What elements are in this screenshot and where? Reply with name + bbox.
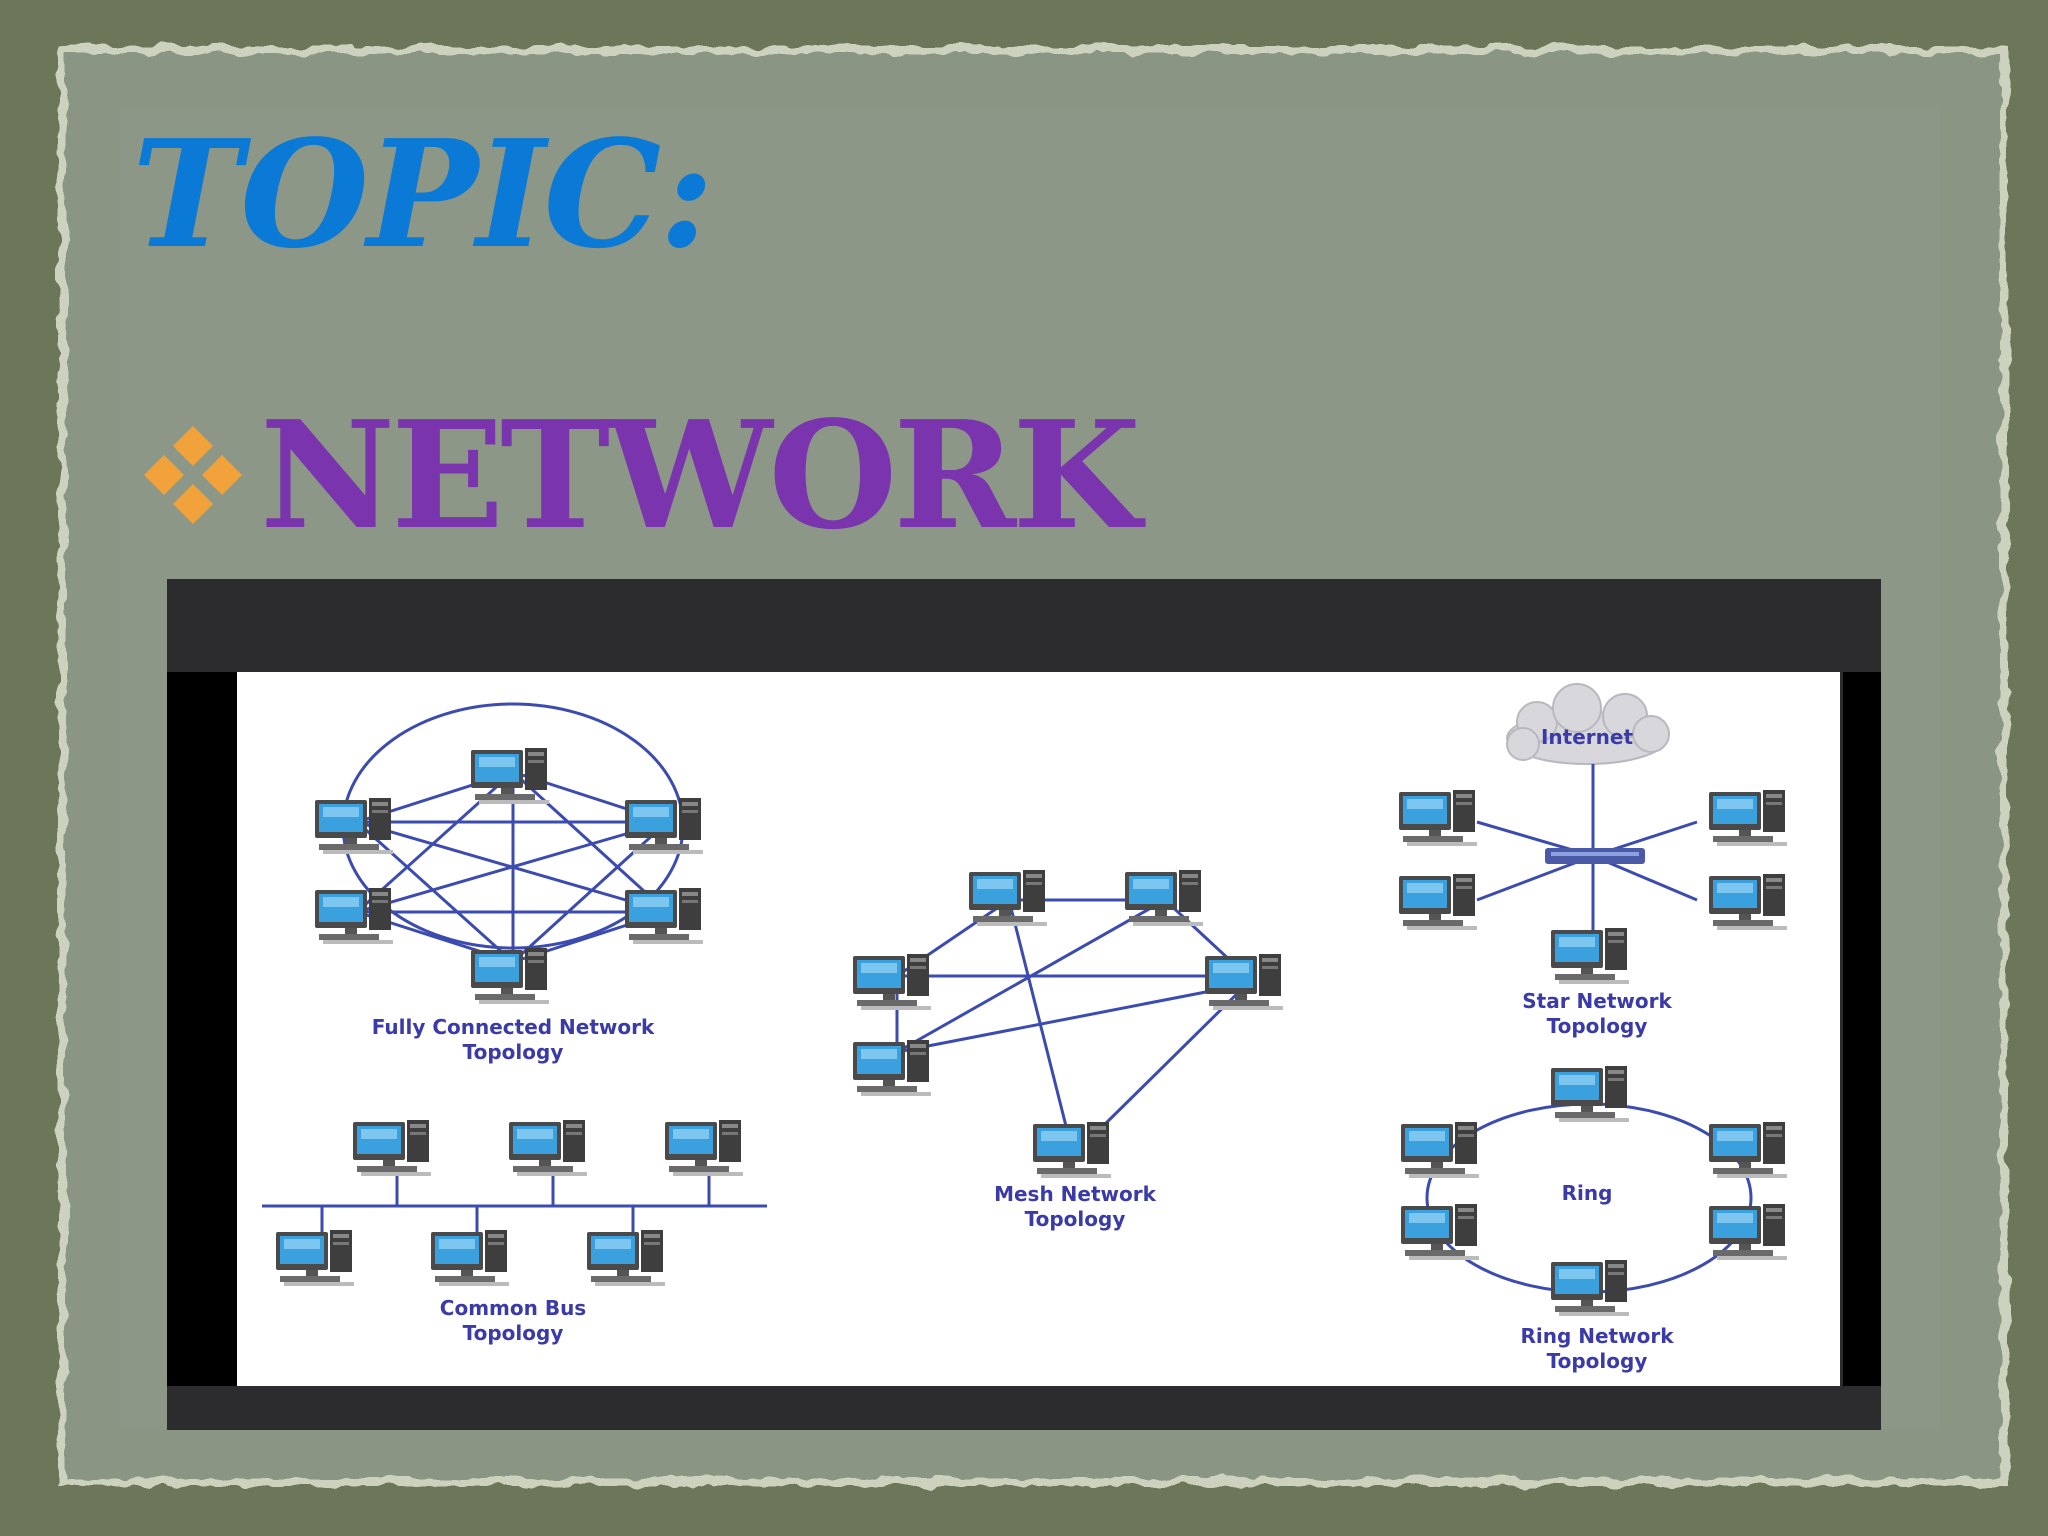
four-diamond-bullet-icon [144, 426, 242, 524]
computer-icon [1709, 1122, 1787, 1178]
computer-icon [471, 948, 549, 1004]
computer-icon [1125, 870, 1203, 926]
ring-topology: Ring Ring Network Topology [1401, 1066, 1787, 1373]
computer-icon [625, 888, 703, 944]
computer-icon [1551, 1260, 1629, 1316]
computer-icon [276, 1230, 354, 1286]
ring-label-line1: Ring Network [1520, 1324, 1674, 1348]
computer-icon [1033, 1122, 1111, 1178]
computer-icon [1401, 1204, 1479, 1260]
network-switch-icon [1545, 848, 1645, 864]
bus-label-line1: Common Bus [440, 1296, 586, 1320]
computer-icon [665, 1120, 743, 1176]
computer-icon [625, 798, 703, 854]
fully-connected-label-line1: Fully Connected Network [372, 1015, 655, 1039]
computer-icon [353, 1120, 431, 1176]
computer-icon [853, 1040, 931, 1096]
slide-title: TOPIC: [132, 107, 714, 281]
computer-icon [1709, 790, 1787, 846]
computer-icon [1401, 1122, 1479, 1178]
bullet-item: NETWORK [134, 401, 1141, 549]
bullet-text: NETWORK [260, 388, 1141, 562]
computer-icon [1205, 954, 1283, 1010]
computer-icon [1551, 928, 1629, 984]
mesh-topology: Mesh Network Topology [853, 870, 1283, 1231]
computer-icon [1399, 790, 1477, 846]
frame-left-bar [167, 672, 237, 1386]
computer-icon [315, 888, 393, 944]
star-label-line1: Star Network [1522, 989, 1672, 1013]
fully-connected-label-line2: Topology [463, 1040, 564, 1064]
star-label-line2: Topology [1547, 1014, 1648, 1038]
mesh-label-line2: Topology [1025, 1207, 1126, 1231]
computer-icon [1551, 1066, 1629, 1122]
computer-icon [1399, 874, 1477, 930]
fully-connected-topology: Fully Connected Network Topology [315, 702, 703, 1064]
mesh-label-line1: Mesh Network [994, 1182, 1157, 1206]
computer-icon [431, 1230, 509, 1286]
frame-right-bar [1843, 672, 1881, 1386]
star-topology: Internet Star Network Topology [1399, 683, 1787, 1038]
computer-icon [1709, 1204, 1787, 1260]
internet-cloud-icon [1506, 683, 1670, 765]
computer-icon [853, 954, 931, 1010]
network-topology-diagram: Fully Connected Network Topology Common … [237, 672, 1840, 1386]
computer-icon [587, 1230, 665, 1286]
common-bus-topology: Common Bus Topology [262, 1120, 767, 1345]
computer-icon [1709, 874, 1787, 930]
bus-label-line2: Topology [463, 1321, 564, 1345]
computer-icon [509, 1120, 587, 1176]
internet-label: Internet [1541, 725, 1633, 749]
computer-icon [969, 870, 1047, 926]
ring-center-label: Ring [1562, 1181, 1613, 1205]
ring-label-line2: Topology [1547, 1349, 1648, 1373]
